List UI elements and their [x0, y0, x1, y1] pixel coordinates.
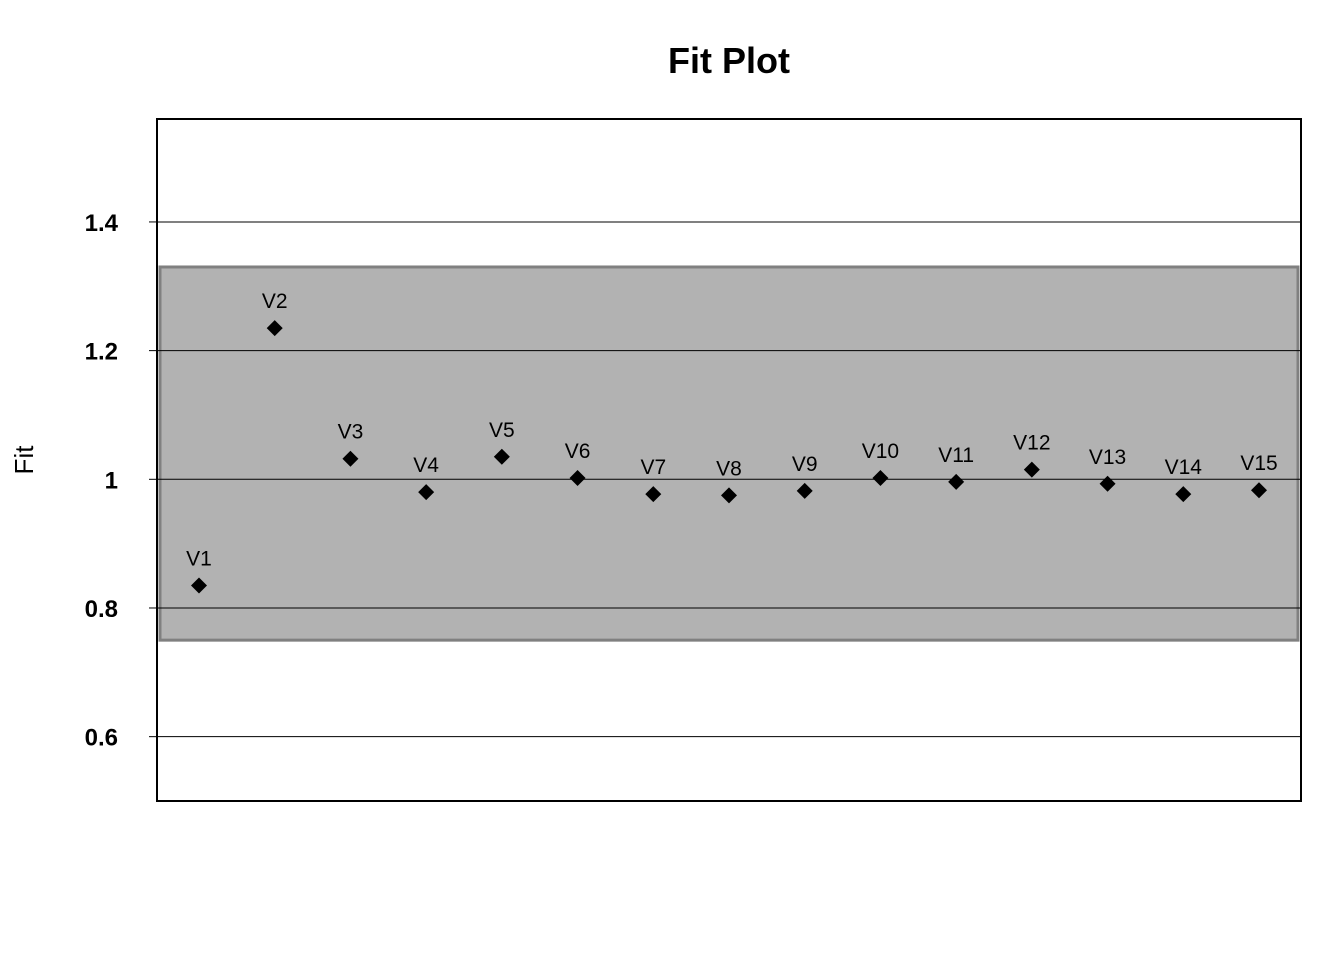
data-point-marker [1099, 475, 1116, 492]
data-point-marker [493, 448, 510, 465]
data-point-marker [645, 486, 662, 503]
data-point-marker [1251, 482, 1267, 499]
data-point-label: V1 [186, 547, 212, 570]
data-point-label: V12 [1013, 432, 1050, 455]
data-point-label: V10 [862, 440, 899, 463]
y-tick-label: 1.2 [85, 339, 118, 366]
data-point-marker [1023, 461, 1040, 478]
data-point-label: V6 [565, 440, 591, 463]
data-point-label: V7 [640, 456, 666, 479]
y-tick-label: 0.6 [85, 725, 118, 752]
data-point-marker [569, 470, 586, 487]
y-axis-label: Fit [9, 445, 39, 475]
data-point-marker [266, 320, 283, 337]
data-point-marker [418, 484, 435, 501]
chart-title: Fit Plot [668, 40, 790, 81]
data-point-label: V8 [716, 457, 742, 480]
acceptable-range-band [158, 265, 1300, 642]
y-tick-label: 0.8 [85, 596, 118, 623]
data-point-label: V9 [792, 453, 818, 476]
data-point-label: V2 [262, 290, 288, 313]
data-point-marker [191, 577, 207, 594]
data-point-marker [721, 487, 737, 504]
data-point-label: V11 [938, 444, 974, 467]
y-tick-label: 1.4 [85, 210, 119, 237]
data-point-label: V14 [1165, 456, 1203, 479]
data-point-label: V4 [413, 454, 439, 477]
data-point-marker [948, 473, 965, 490]
data-point-label: V3 [338, 421, 364, 444]
data-point-marker [872, 470, 889, 487]
data-point-marker [796, 482, 813, 499]
data-point-label: V5 [489, 419, 515, 442]
data-point-marker [1175, 486, 1192, 503]
data-point-marker [342, 450, 359, 467]
data-point-label: V13 [1089, 446, 1126, 469]
plot-border [156, 118, 1302, 802]
data-point-label: V15 [1240, 452, 1277, 475]
y-tick-label: 1 [105, 467, 118, 494]
